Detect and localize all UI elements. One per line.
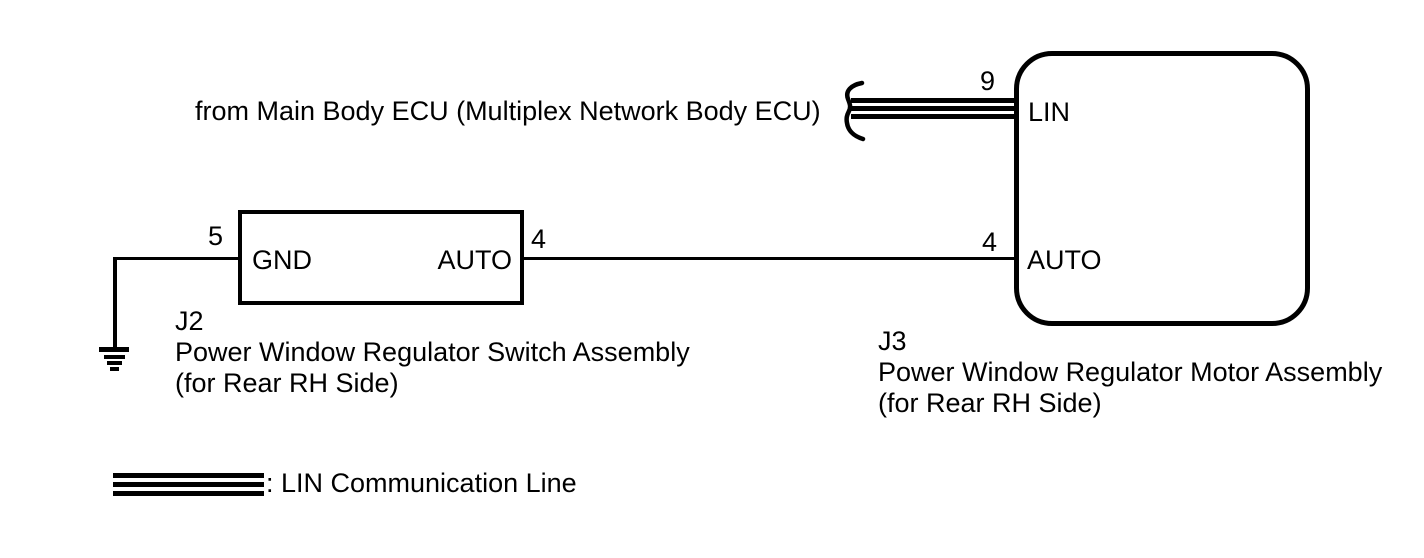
ground-symbol-icon <box>95 345 135 375</box>
gnd-wire-horizontal <box>114 257 238 260</box>
legend-lin-label: : LIN Communication Line <box>266 468 577 498</box>
pin-label-gnd: GND <box>252 245 312 275</box>
motor-assembly-box <box>1014 51 1310 326</box>
switch-connector-id: J2 <box>175 306 204 336</box>
motor-assembly-name: Power Window Regulator Motor Assembly <box>878 357 1383 387</box>
switch-assembly-name: Power Window Regulator Switch Assembly <box>175 337 690 367</box>
switch-assembly-caption: J2 Power Window Regulator Switch Assembl… <box>175 306 690 399</box>
switch-assembly-variant: (for Rear RH Side) <box>175 368 399 398</box>
pin-label-auto-motor: AUTO <box>1027 245 1102 275</box>
motor-assembly-caption: J3 Power Window Regulator Motor Assembly… <box>878 326 1382 419</box>
lin-bus-wire <box>851 98 1016 119</box>
legend-lin-line-sample <box>113 473 264 496</box>
pin-number-auto-motor: 4 <box>981 227 997 257</box>
pin-label-auto-switch: AUTO <box>437 245 512 275</box>
switch-assembly-box <box>238 210 524 305</box>
motor-connector-id: J3 <box>878 326 907 356</box>
pin-label-lin: LIN <box>1028 97 1071 127</box>
pin-number-gnd: 5 <box>207 221 223 251</box>
gnd-wire-vertical <box>113 257 117 349</box>
auto-signal-wire <box>524 257 1014 260</box>
motor-assembly-variant: (for Rear RH Side) <box>878 388 1102 418</box>
pin-number-auto-switch: 4 <box>531 224 547 254</box>
pin-number-lin: 9 <box>979 66 995 96</box>
wire-break-squiggle-icon <box>844 80 866 142</box>
source-ecu-label: from Main Body ECU (Multiplex Network Bo… <box>195 96 821 126</box>
